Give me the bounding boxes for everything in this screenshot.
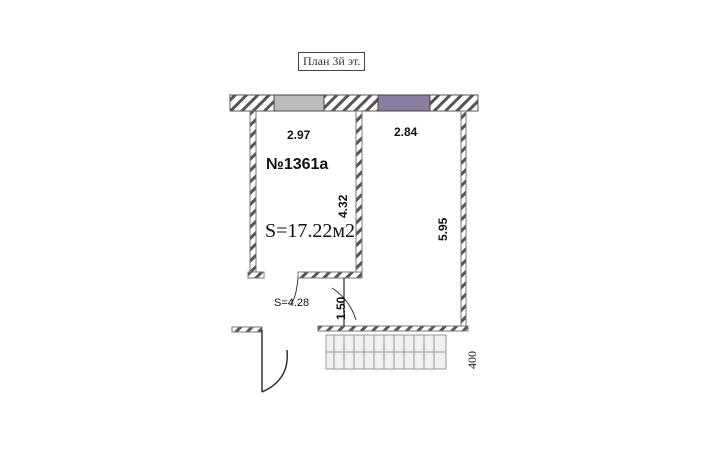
corridor-wall <box>317 325 469 332</box>
dim-right-room-depth: 5.95 <box>436 217 450 241</box>
plan-title: План 3й эт. <box>298 52 366 71</box>
window-left <box>273 94 325 112</box>
dim-right-room-width: 2.84 <box>394 125 418 139</box>
door-swing <box>261 330 289 393</box>
dim-left-room-depth: 4.32 <box>336 194 350 218</box>
corridor-wall-left <box>231 326 263 333</box>
stair-mark: 400 <box>465 351 479 369</box>
room-bottom-wall-left <box>247 271 265 279</box>
door-arc-2 <box>331 287 357 321</box>
room-bottom-wall-right <box>297 271 363 279</box>
top-wall <box>229 94 479 112</box>
window-right <box>377 94 431 112</box>
left-wall <box>249 110 257 278</box>
dim-passage: 1.50 <box>334 296 348 320</box>
room-area: S=17.22м2 <box>265 220 356 242</box>
corridor-area: S=4.28 <box>274 297 310 309</box>
dim-left-room-width: 2.97 <box>287 128 311 142</box>
room-number: №1361а <box>266 156 329 173</box>
right-wall <box>460 110 467 332</box>
middle-wall <box>355 110 363 278</box>
door-arc <box>289 277 299 306</box>
staircase <box>325 334 447 370</box>
